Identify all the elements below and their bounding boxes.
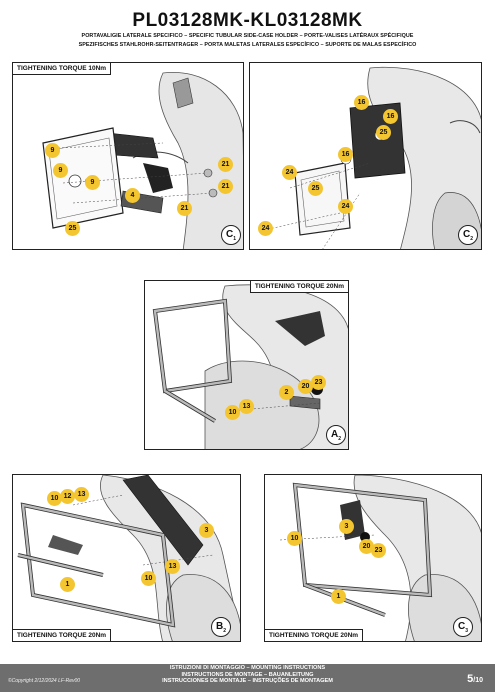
part-16-badge: 16 xyxy=(338,147,353,162)
page-current: 5 xyxy=(467,673,474,685)
part-10-badge: 10 xyxy=(47,491,62,506)
torque-label: TIGHTENING TORQUE 20Nm xyxy=(13,629,112,641)
part-3-badge: 3 xyxy=(339,519,354,534)
part-4-badge: 4 xyxy=(125,188,140,203)
part-20-badge: 20 xyxy=(298,379,313,394)
part-13-badge: 13 xyxy=(239,399,254,414)
step-number: 3 xyxy=(465,628,468,634)
step-letter: C xyxy=(225,229,234,240)
page-footer: ©Copyright 2/12/2024 LF-Rev00 ISTRUZIONI… xyxy=(0,664,495,692)
part-25-badge: 25 xyxy=(65,221,80,236)
part-12-badge: 12 xyxy=(60,489,75,504)
panel-a2: TIGHTENING TORQUE 20Nm 2 20 23 10 13 A2 xyxy=(144,280,349,450)
part-23-badge: 23 xyxy=(371,543,386,558)
torque-label: TIGHTENING TORQUE 10Nm xyxy=(13,63,112,75)
step-c3-marker: C3 xyxy=(453,617,473,637)
part-1-badge: 1 xyxy=(331,589,346,604)
step-c2-marker: C2 xyxy=(458,225,478,245)
diagram-c2 xyxy=(259,66,481,249)
step-a2-marker: A2 xyxy=(326,425,346,445)
page-header: PL03128MK-KL03128MK PORTAVALIGIE LATERAL… xyxy=(0,10,495,49)
step-number: 2 xyxy=(470,236,473,242)
part-25-badge: 25 xyxy=(308,181,323,196)
panel-b2: 10 12 13 3 13 10 1 TIGHTENING TORQUE 20N… xyxy=(12,474,241,642)
part-21-badge: 21 xyxy=(218,157,233,172)
step-c1-marker: C1 xyxy=(221,225,241,245)
torque-label: TIGHTENING TORQUE 20Nm xyxy=(249,281,348,293)
step-letter: C xyxy=(457,621,466,632)
instructions-line-1: ISTRUZIONI DI MONTAGGIO – MOUNTING INSTR… xyxy=(169,665,326,671)
part-23-badge: 23 xyxy=(311,375,326,390)
diagram-a2 xyxy=(152,284,348,449)
part-21-badge: 21 xyxy=(218,179,233,194)
part-16-badge: 16 xyxy=(383,109,398,124)
step-number: 2 xyxy=(338,436,341,442)
part-24-badge: 24 xyxy=(282,165,297,180)
step-letter: A xyxy=(330,429,339,440)
diagram-c1 xyxy=(42,71,243,249)
part-10-badge: 10 xyxy=(287,531,302,546)
part-9-badge: 9 xyxy=(53,163,68,178)
instructions-line-2: INSTRUCTIONS DE MONTAGE – BAUANLEITUNG xyxy=(181,671,314,678)
part-24-badge: 24 xyxy=(292,249,307,250)
part-2-badge: 2 xyxy=(279,385,294,400)
subtitle-line-2: SPEZIFISCHES STAHLROHR-SEITENTRAGER – PO… xyxy=(78,41,417,48)
subtitle-line-1: PORTAVALIGIE LATERALE SPECIFICO – SPECIF… xyxy=(81,33,414,39)
part-21-badge: 21 xyxy=(177,201,192,216)
step-b2-marker: B2 xyxy=(211,617,231,637)
part-1-badge: 1 xyxy=(60,577,75,592)
part-10-badge: 10 xyxy=(141,571,156,586)
diagram-c3 xyxy=(279,475,481,641)
step-letter: C xyxy=(462,229,471,240)
part-25-badge: 25 xyxy=(376,125,391,140)
part-3-badge: 3 xyxy=(199,523,214,538)
part-10-badge: 10 xyxy=(225,405,240,420)
step-number: 2 xyxy=(223,628,226,634)
part-20-badge: 20 xyxy=(359,539,374,554)
copyright-text: ©Copyright 2/12/2024 LF-Rev00 xyxy=(8,678,81,684)
page-number: 5/10 xyxy=(467,673,483,685)
part-24-badge: 24 xyxy=(338,199,353,214)
step-number: 1 xyxy=(233,236,236,242)
part-13-badge: 13 xyxy=(74,487,89,502)
instructions-title: ISTRUZIONI DI MONTAGGIO – MOUNTING INSTR… xyxy=(0,665,495,685)
panel-c1: TIGHTENING TORQUE 10Nm 9 9 9 25 4 21 21 … xyxy=(12,62,244,250)
part-9-badge: 9 xyxy=(45,143,60,158)
part-9-badge: 9 xyxy=(85,175,100,190)
page-total: /10 xyxy=(473,677,483,684)
part-16-badge: 16 xyxy=(354,95,369,110)
torque-label: TIGHTENING TORQUE 20Nm xyxy=(265,629,364,641)
product-code: PL03128MK-KL03128MK xyxy=(132,10,363,31)
instructions-line-3: INSTRUCCIONES DE MONTAJE – INSTRUÇÕES DE… xyxy=(162,678,333,685)
panel-c3: 3 10 20 23 1 TIGHTENING TORQUE 20Nm C3 xyxy=(264,474,482,642)
panel-c2: 16 16 25 16 25 24 24 24 24 C2 xyxy=(249,62,482,250)
step-letter: B xyxy=(215,621,224,632)
part-24-badge: 24 xyxy=(258,221,273,236)
part-13-badge: 13 xyxy=(165,559,180,574)
